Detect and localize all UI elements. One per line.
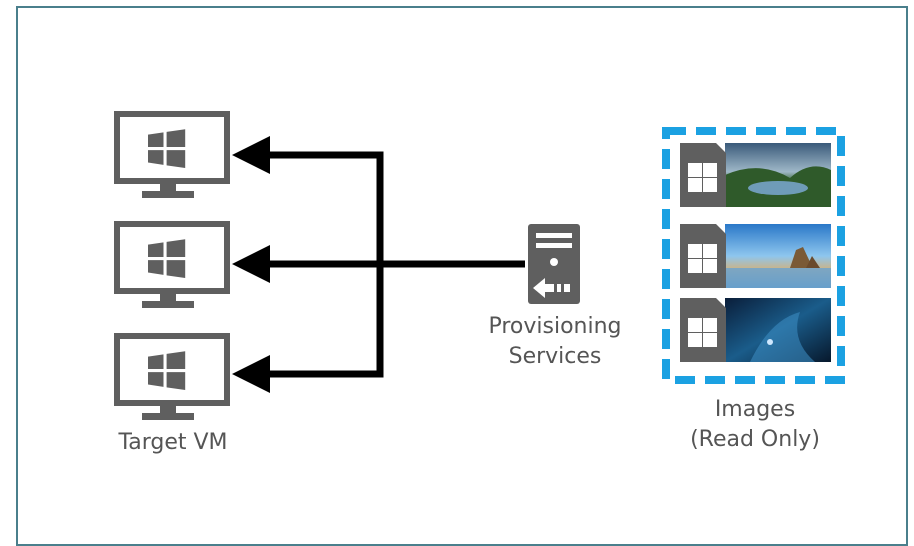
images-label: Images (Read Only) — [670, 395, 840, 455]
vm-monitor-3 — [114, 333, 230, 420]
diagram-canvas — [114, 111, 845, 420]
image-item-2 — [680, 224, 831, 288]
arrowhead-1 — [232, 136, 270, 174]
image-item-3 — [680, 298, 831, 362]
vm-monitor-1 — [114, 111, 230, 198]
provisioning-label-line2: Services — [508, 344, 602, 369]
images-label-line2: (Read Only) — [690, 427, 820, 452]
provisioning-services-label: Provisioning Services — [470, 312, 640, 372]
provisioning-label-line1: Provisioning — [488, 314, 622, 339]
arrowheads — [232, 136, 270, 393]
images-label-line1: Images — [714, 397, 796, 422]
arrowhead-2 — [232, 245, 270, 283]
images-container — [662, 127, 845, 384]
vm-monitor-2 — [114, 221, 230, 308]
arrowhead-3 — [232, 355, 270, 393]
target-vm-label: Target VM — [118, 430, 228, 455]
image-item-1 — [680, 143, 831, 207]
server-icon — [528, 224, 580, 304]
connector-lines — [268, 151, 525, 378]
